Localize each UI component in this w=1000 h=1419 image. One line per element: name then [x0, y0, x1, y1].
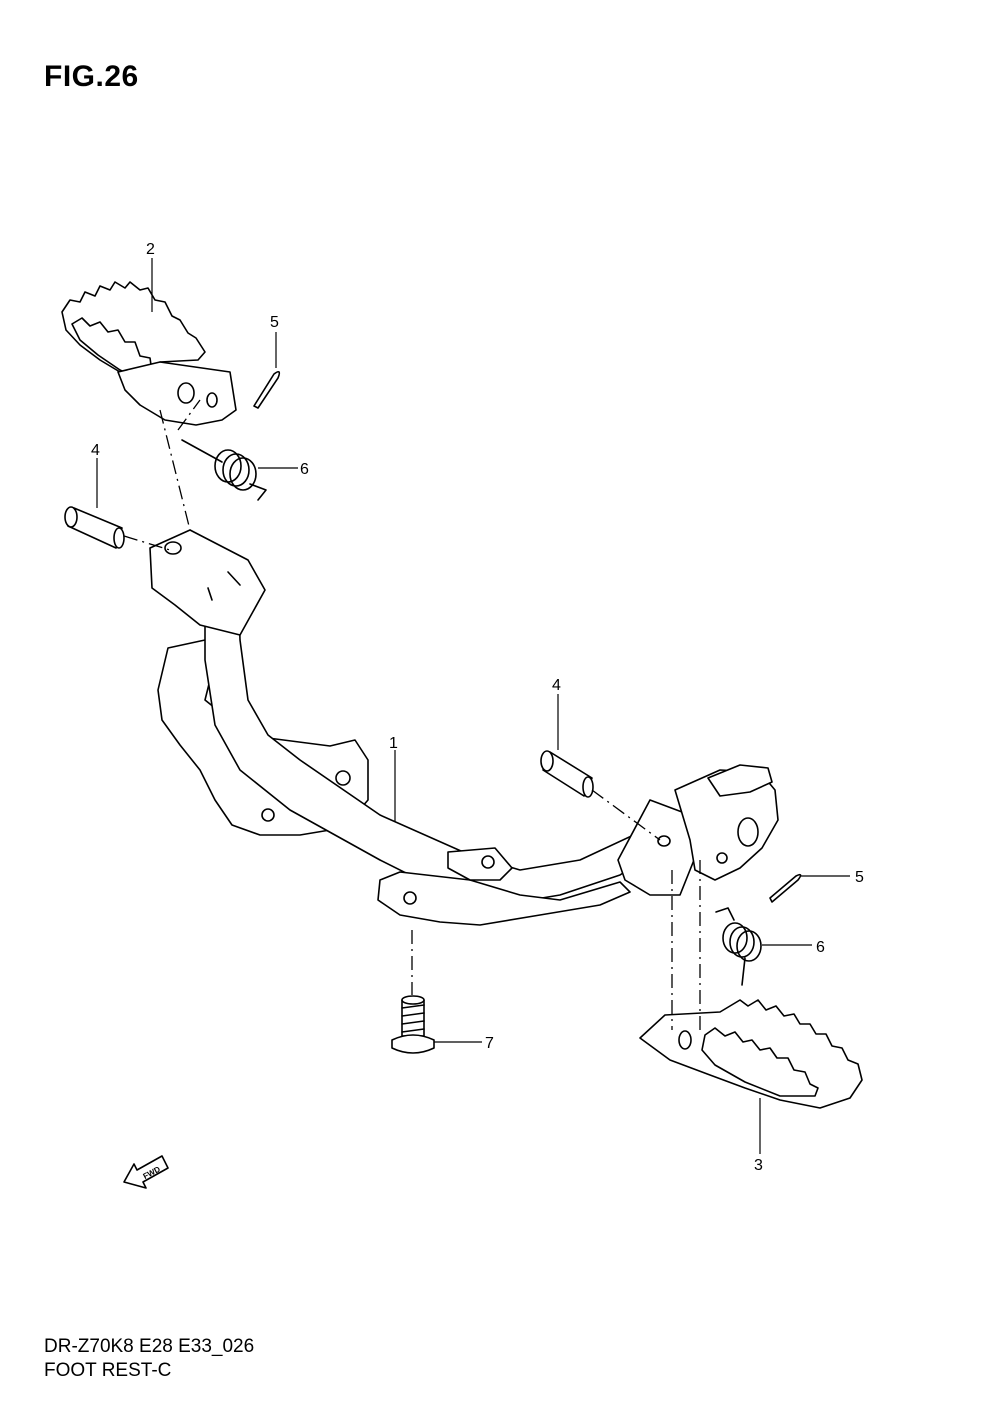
part-6-spring-left[interactable]: [181, 439, 267, 501]
part-5-cotter-pin-right[interactable]: [769, 873, 802, 903]
callout-6a: 6: [300, 461, 309, 478]
assembly-line-left-footrest: [159, 409, 191, 531]
callout-2: 2: [146, 241, 155, 258]
assembly-line-left-spring: [177, 399, 201, 431]
part-4-pin-left[interactable]: [64, 506, 125, 549]
section-name: FOOT REST-C: [44, 1360, 172, 1381]
part-4-pin-right[interactable]: [540, 750, 594, 798]
callout-5b: 5: [855, 869, 864, 886]
callout-7: 7: [485, 1035, 494, 1052]
callout-3: 3: [754, 1157, 763, 1174]
part-5-cotter-pin-left[interactable]: [253, 370, 281, 409]
part-7-bolt[interactable]: [391, 995, 435, 1054]
callout-4a: 4: [91, 442, 100, 459]
figure-title: FIG.26: [44, 60, 139, 93]
assembly-line-left-pin: [123, 535, 171, 551]
callout-5a: 5: [270, 314, 279, 331]
part-3-footrest-right[interactable]: [639, 999, 863, 1109]
part-6-spring-right[interactable]: [715, 907, 762, 986]
callout-6b: 6: [816, 939, 825, 956]
callout-4b: 4: [552, 677, 561, 694]
model-code: DR-Z70K8 E28 E33_026: [44, 1336, 255, 1357]
part-2-footrest-left[interactable]: [61, 281, 237, 426]
fwd-arrow-icon: FWD: [123, 1155, 169, 1189]
callout-1: 1: [389, 735, 398, 752]
part-1-footrest-bracket[interactable]: [149, 529, 779, 926]
